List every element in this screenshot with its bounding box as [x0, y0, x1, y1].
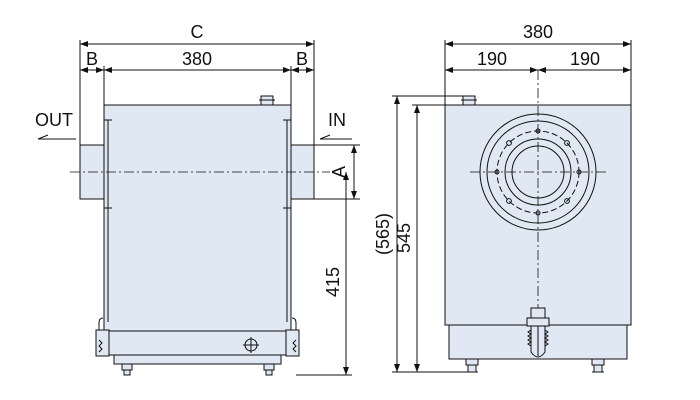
- outlet-label: OUT: [35, 110, 73, 130]
- front-base-plinth: [113, 354, 282, 365]
- dim-side-half-left-label: 190: [477, 49, 507, 69]
- front-foot-right: [263, 363, 275, 376]
- dim-body-height-label: 545: [394, 223, 414, 253]
- side-foot-left: [465, 358, 479, 373]
- side-dimensions: 380 190 190 545 (565): [373, 22, 632, 373]
- front-foot-left: [121, 363, 133, 376]
- front-body: [103, 104, 292, 332]
- dim-c-label: C: [191, 22, 204, 42]
- dim-front-width-label: 380: [182, 49, 212, 69]
- dim-b-left-label: B: [86, 49, 98, 69]
- side-view: [444, 70, 632, 373]
- dim-a-label: A: [329, 166, 349, 178]
- side-foot-right: [591, 358, 605, 373]
- front-base: [108, 330, 287, 356]
- dim-total-height-label: (565): [373, 213, 393, 255]
- drain-valve-icon: [526, 307, 550, 358]
- dim-inlet-height-label: 415: [323, 267, 343, 297]
- front-dimensions: C B 380 B OUT IN A 415: [35, 22, 360, 376]
- inlet-label: IN: [328, 110, 346, 130]
- dim-side-width-label: 380: [523, 22, 553, 42]
- dim-side-half-right-label: 190: [570, 49, 600, 69]
- drain-port-icon: [243, 337, 259, 353]
- right-clamp: [291, 317, 297, 333]
- left-clamp: [98, 317, 104, 333]
- front-view: [70, 95, 330, 376]
- dim-b-right-label: B: [296, 49, 308, 69]
